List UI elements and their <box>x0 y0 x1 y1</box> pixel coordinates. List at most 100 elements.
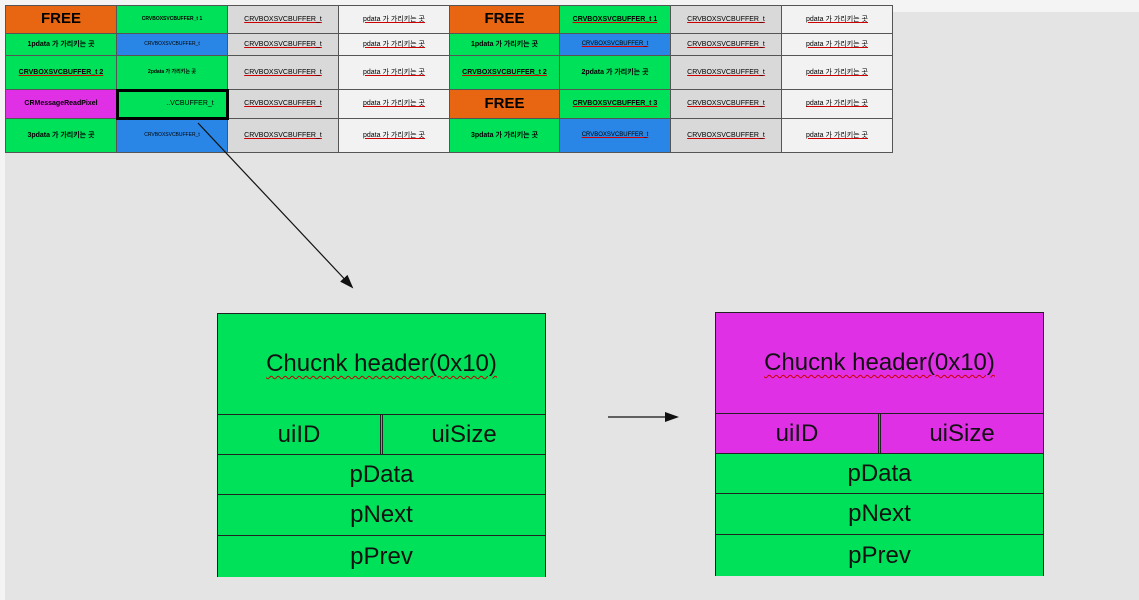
uiid-field: uiID <box>218 415 383 454</box>
grid-cell: CRVBOXSVCBUFFER_t <box>227 5 339 34</box>
grid-cell-label: CRVBOXSVCBUFFER_t <box>244 100 322 108</box>
uisize-label: uiSize <box>431 420 497 448</box>
pnext-field: pNext <box>716 494 1043 535</box>
chunk-id-size-row: uiID uiSize <box>218 415 545 455</box>
grid-cell: 2pdata 가 가리키는 곳 <box>116 55 228 90</box>
grid-cell-label: FREE <box>484 10 525 28</box>
chunk-after: Chucnk header(0x10) uiID uiSize pData pN… <box>715 312 1044 576</box>
grid-cell: CRVBOXSVCBUFFER_t 1 <box>116 5 228 34</box>
grid-cell-label: CRVBOXSVCBUFFER_t 1 <box>572 15 658 23</box>
grid-cell: CRVBOXSVCBUFFER_t <box>670 33 782 56</box>
grid-cell: pdata 가 가리키는 곳 <box>338 89 450 119</box>
pprev-label: pPrev <box>848 541 911 569</box>
grid-cell-label: pdata 가 가리키는 곳 <box>363 131 425 139</box>
grid-cell: CRVBOXSVCBUFFER_t <box>559 118 671 153</box>
grid-cell-label: 2pdata 가 가리키는 곳 <box>148 68 196 75</box>
pprev-field: pPrev <box>218 536 545 577</box>
pprev-field: pPrev <box>716 535 1043 576</box>
pprev-label: pPrev <box>350 542 413 570</box>
grid-cell-label: 1pdata 가 가리키는 곳 <box>27 40 95 48</box>
grid-cell-label: CRVBOXSVCBUFFER_t <box>144 40 200 47</box>
grid-cell: ..VCBUFFER_t <box>115 88 229 120</box>
grid-cell: 3pdata 가 가리키는 곳 <box>5 118 117 153</box>
grid-cell: pdata 가 가리키는 곳 <box>781 5 893 34</box>
grid-cell: CRVBOXSVCBUFFER_t <box>227 89 339 119</box>
grid-cell-label: CRMessageReadPixel <box>24 100 98 108</box>
uiid-field: uiID <box>716 414 881 453</box>
heap-memory-grid: FREE CRVBOXSVCBUFFER_t 1 CRVBOXSVCBUFFER_t… <box>5 5 893 153</box>
grid-cell-label: CRVBOXSVCBUFFER_t <box>244 131 322 139</box>
grid-cell-label: 3pdata 가 가리키는 곳 <box>27 131 95 139</box>
grid-cell: 2pdata 가 가리키는 곳 <box>559 55 671 90</box>
grid-cell-label: pdata 가 가리키는 곳 <box>363 68 425 76</box>
chunk-before: Chucnk header(0x10) uiID uiSize pData pN… <box>217 313 546 577</box>
chunk-header-label: Chucnk header(0x10) <box>764 349 995 376</box>
uiid-label: uiID <box>775 419 819 447</box>
grid-cell-label: pdata 가 가리키는 곳 <box>806 131 868 139</box>
grid-cell-label: pdata 가 가리키는 곳 <box>806 68 868 76</box>
grid-cell-label: CRVBOXSVCBUFFER_t <box>687 68 765 76</box>
pointer-arrow-to-chunk <box>197 122 354 289</box>
grid-cell: pdata 가 가리키는 곳 <box>338 118 450 153</box>
grid-cell-label: CRVBOXSVCBUFFER_t <box>687 100 765 108</box>
grid-cell-label: CRVBOXSVCBUFFER_t 2 <box>462 68 547 76</box>
grid-cell: 1pdata 가 가리키는 곳 <box>449 33 560 56</box>
grid-cell: pdata 가 가리키는 곳 <box>781 89 893 119</box>
pdata-label: pData <box>847 459 912 487</box>
grid-cell: CRVBOXSVCBUFFER_t 2 <box>449 55 560 90</box>
grid-cell: pdata 가 가리키는 곳 <box>781 33 893 56</box>
grid-cell-label: 3pdata 가 가리키는 곳 <box>470 131 539 139</box>
grid-cell-label: CRVBOXSVCBUFFER_t <box>687 131 765 139</box>
pdata-label: pData <box>349 460 414 488</box>
grid-cell-label: CRVBOXSVCBUFFER_t <box>581 41 649 48</box>
grid-cell-label: CRVBOXSVCBUFFER_t 1 <box>141 15 203 22</box>
grid-cell-label: pdata 가 가리키는 곳 <box>806 40 868 48</box>
grid-cell: pdata 가 가리키는 곳 <box>781 118 893 153</box>
grid-cell-label: pdata 가 가리키는 곳 <box>806 100 868 108</box>
grid-cell: CRVBOXSVCBUFFER_t <box>670 89 782 119</box>
grid-cell: CRVBOXSVCBUFFER_t <box>227 118 339 153</box>
grid-cell: FREE <box>449 89 560 119</box>
grid-cell-label: 2pdata 가 가리키는 곳 <box>581 68 649 76</box>
pdata-field: pData <box>218 455 545 495</box>
grid-cell-label: pdata 가 가리키는 곳 <box>363 15 425 23</box>
grid-cell-label: CRVBOXSVCBUFFER_t <box>244 15 322 23</box>
pdata-field: pData <box>716 454 1043 494</box>
grid-cell: CRVBOXSVCBUFFER_t 3 <box>559 89 671 119</box>
chunk-header: Chucnk header(0x10) <box>716 313 1043 414</box>
grid-row: CRVBOXSVCBUFFER_t 2 2pdata 가 가리키는 곳 CRVBOX… <box>5 55 893 90</box>
grid-cell: FREE <box>5 5 117 34</box>
chunk-header-label: Chucnk header(0x10) <box>266 350 497 377</box>
grid-cell-label: CRVBOXSVCBUFFER_t <box>687 40 765 48</box>
grid-cell-label: ..VCBUFFER_t <box>153 100 227 108</box>
chunk-id-size-row: uiID uiSize <box>716 414 1043 454</box>
uisize-field: uiSize <box>881 414 1043 453</box>
grid-cell-label: pdata 가 가리키는 곳 <box>806 15 868 23</box>
grid-cell-label: CRVBOXSVCBUFFER_t <box>687 15 765 23</box>
grid-row: CRMessageReadPixel ..VCBUFFER_t CRVBOXSVCB… <box>5 88 893 120</box>
pnext-field: pNext <box>218 495 545 536</box>
uiid-label: uiID <box>277 420 321 448</box>
pnext-label: pNext <box>848 500 911 527</box>
chunk-header: Chucnk header(0x10) <box>218 314 545 415</box>
grid-cell-label: FREE <box>40 10 81 28</box>
grid-cell: CRVBOXSVCBUFFER_t <box>227 33 339 56</box>
grid-cell: CRVBOXSVCBUFFER_t <box>670 5 782 34</box>
grid-cell-label: FREE <box>484 94 525 112</box>
pnext-label: pNext <box>350 501 413 528</box>
grid-cell-label: CRVBOXSVCBUFFER_t <box>244 68 322 76</box>
grid-cell: 3pdata 가 가리키는 곳 <box>449 118 560 153</box>
grid-cell: CRVBOXSVCBUFFER_t <box>670 55 782 90</box>
grid-row: 3pdata 가 가리키는 곳 CRVBOXSVCBUFFER_t CRVBOXSV… <box>5 118 893 153</box>
grid-cell-label: CRVBOXSVCBUFFER_t 3 <box>572 100 658 108</box>
grid-cell: 1pdata 가 가리키는 곳 <box>5 33 117 56</box>
grid-cell-label: CRVBOXSVCBUFFER_t <box>581 132 649 139</box>
grid-row: FREE CRVBOXSVCBUFFER_t 1 CRVBOXSVCBUFFER_t… <box>5 5 893 34</box>
uisize-field: uiSize <box>383 415 545 454</box>
grid-cell-label: pdata 가 가리키는 곳 <box>363 40 425 48</box>
grid-cell-label: CRVBOXSVCBUFFER_t 2 <box>18 68 104 76</box>
grid-cell-label: pdata 가 가리키는 곳 <box>363 100 425 108</box>
canvas-left-margin <box>0 0 5 600</box>
grid-cell-label: CRVBOXSVCBUFFER_t <box>244 40 322 48</box>
